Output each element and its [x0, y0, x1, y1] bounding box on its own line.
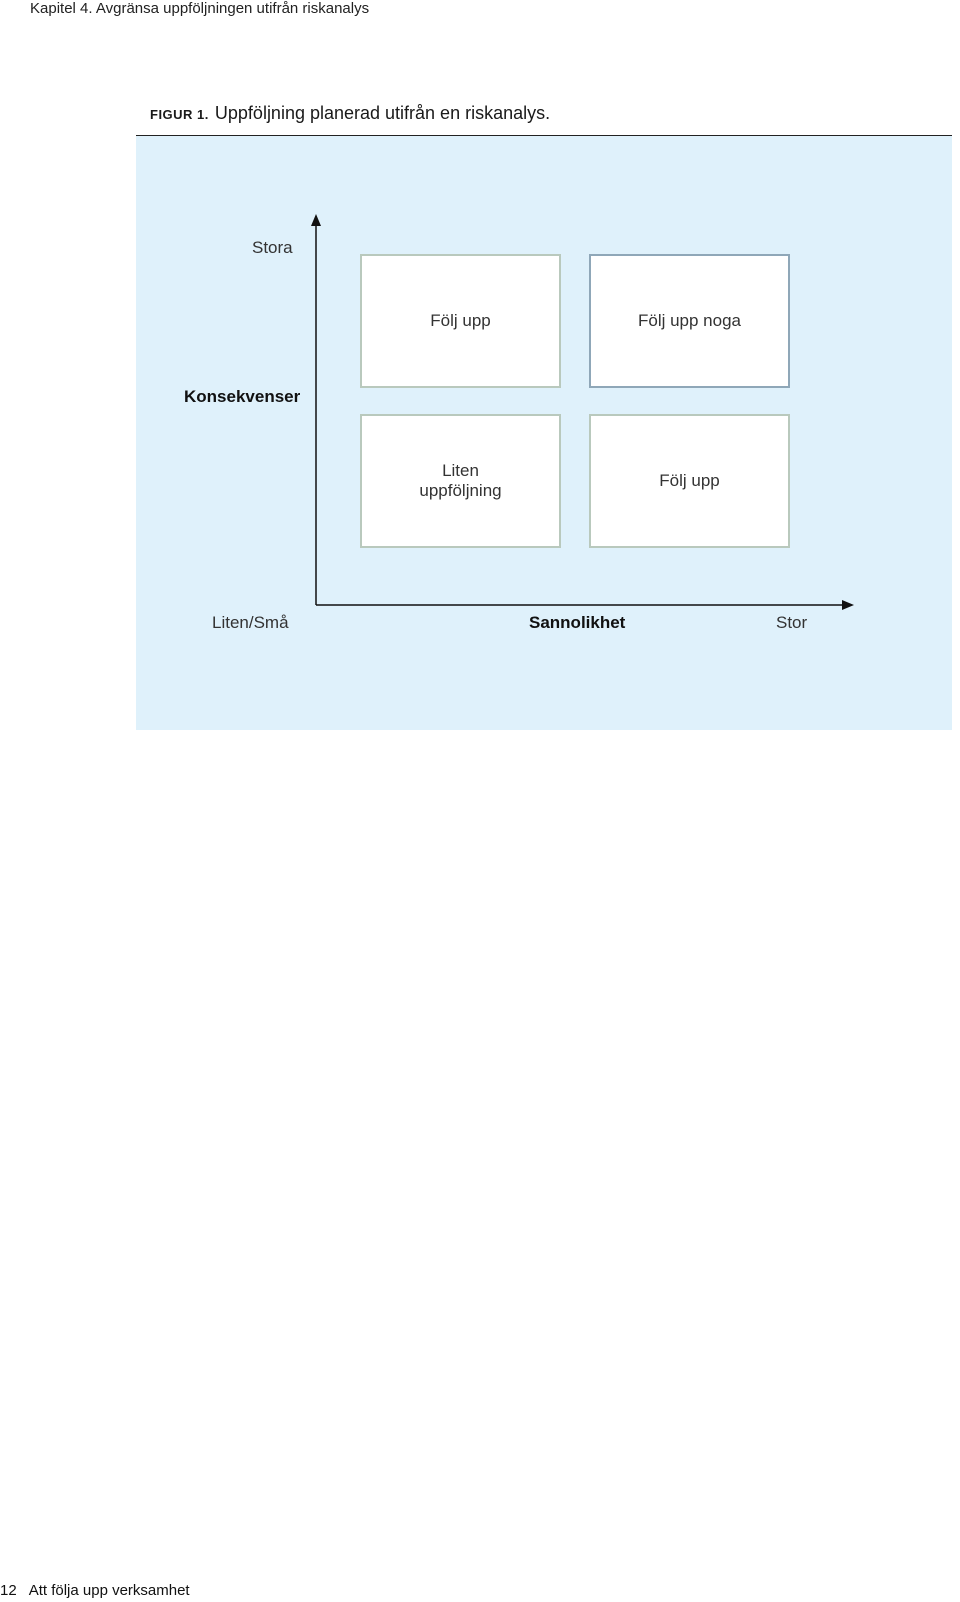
x-axis-high-label: Stor	[776, 613, 808, 632]
page-number: 12	[0, 1582, 17, 1599]
cell-bottom-right: Följ upp	[589, 414, 790, 548]
cell-top-right-label: Följ upp noga	[637, 311, 742, 330]
axes	[311, 214, 854, 610]
x-axis-low-label: Liten/Små	[212, 613, 289, 632]
figure-label: FIGUR 1.	[150, 107, 209, 122]
caption-rule	[136, 135, 952, 136]
cell-bottom-left-line2: uppföljning	[419, 481, 502, 500]
y-axis-high-label: Stora	[252, 238, 293, 257]
footer-title: Att följa upp verksamhet	[28, 1582, 190, 1599]
x-axis-arrow	[842, 600, 854, 610]
cell-top-left: Följ upp	[360, 254, 561, 388]
x-axis-title: Sannolikhet	[529, 613, 626, 632]
running-header: Kapitel 4. Avgränsa uppföljningen utifrå…	[30, 0, 370, 17]
cell-top-left-label: Följ upp	[430, 311, 491, 330]
page-footer: 12 Att följa upp verksamhet	[0, 1582, 190, 1599]
cell-bottom-left: Liten uppföljning	[360, 414, 561, 548]
cell-bottom-right-label: Följ upp	[659, 471, 720, 490]
y-axis-arrow	[311, 214, 321, 226]
y-axis-title: Konsekvenser	[184, 387, 301, 406]
cell-top-right: Följ upp noga	[589, 254, 790, 388]
figure-panel: Stora Konsekvenser Följ upp Följ upp nog…	[136, 136, 952, 730]
cell-bottom-left-line1: Liten	[442, 461, 479, 480]
figure-caption: FIGUR 1. Uppföljning planerad utifrån en …	[150, 103, 550, 124]
figure-caption-text: Uppföljning planerad utifrån en riskanal…	[214, 103, 551, 123]
